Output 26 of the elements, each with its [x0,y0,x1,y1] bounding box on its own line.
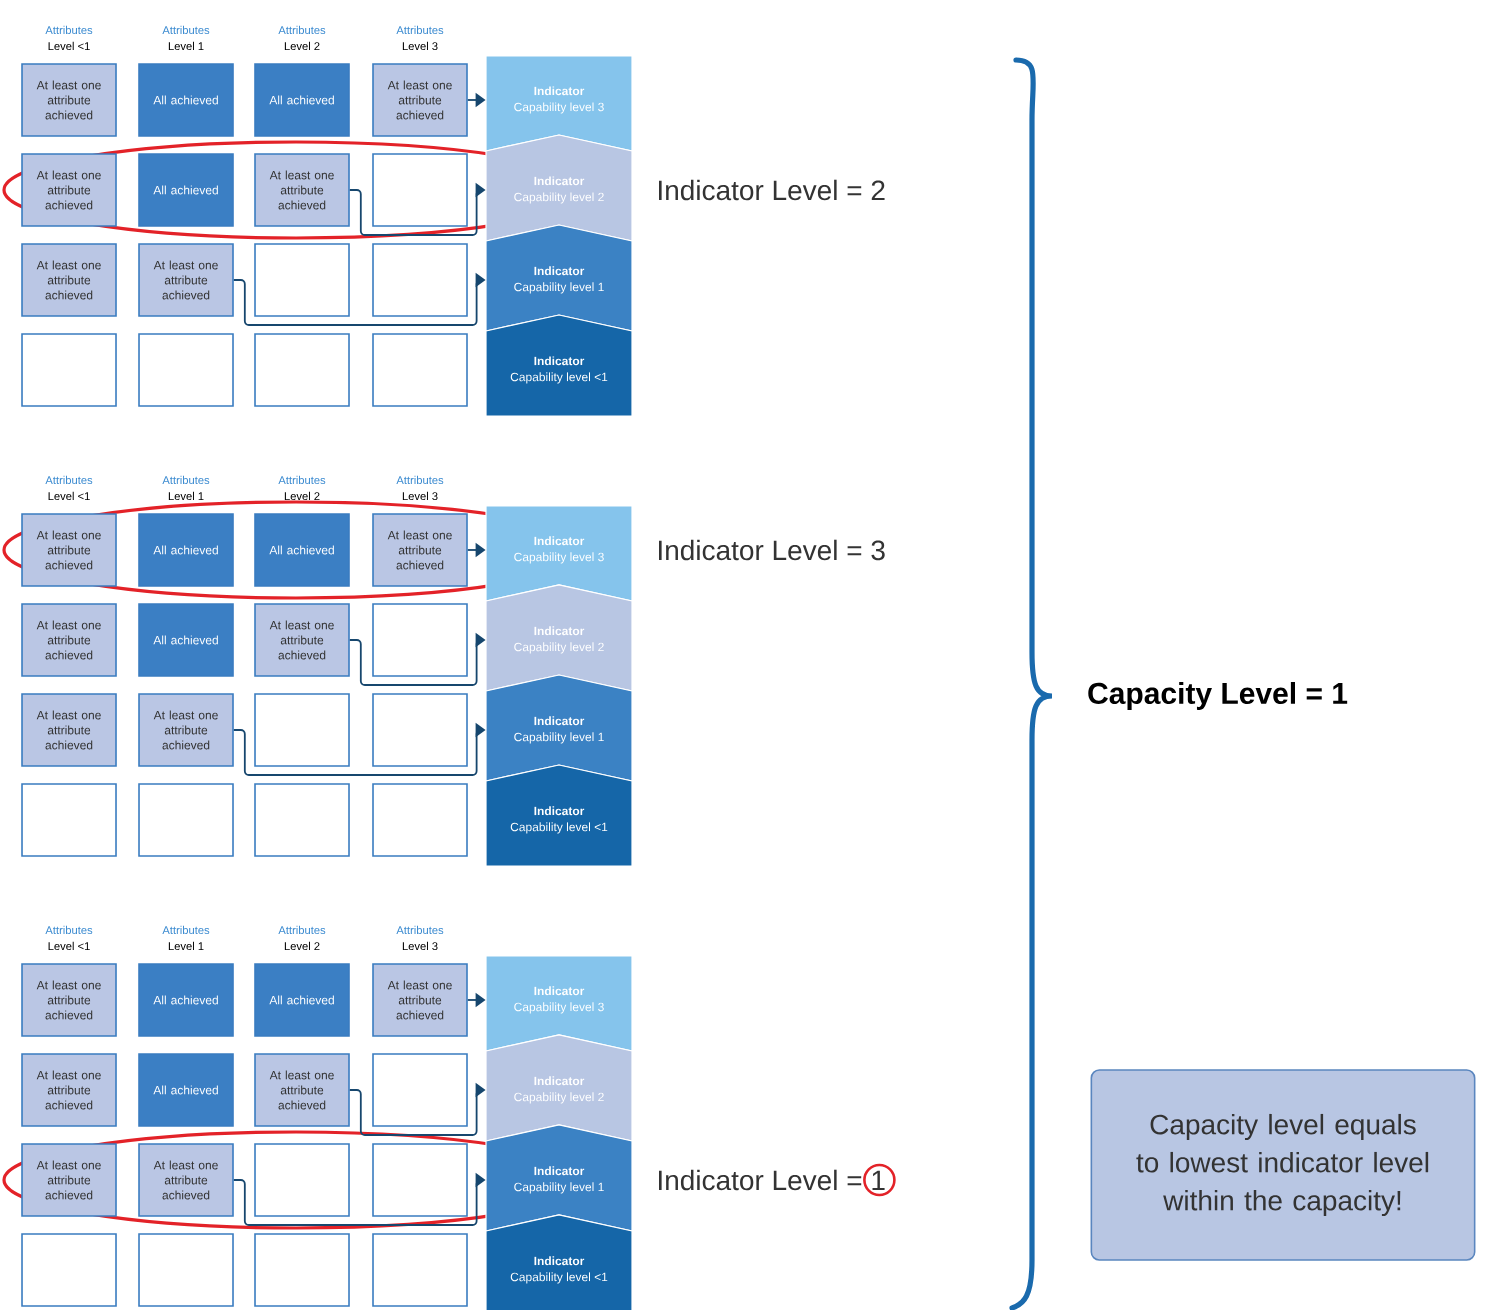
empty-box [254,1233,350,1307]
empty-box [21,333,117,407]
empty-box [138,1233,234,1307]
indicator-result: Indicator Level = 3 [659,539,885,561]
empty-box [372,783,468,857]
empty-box [372,333,468,407]
empty-box [372,1053,468,1127]
empty-box [254,243,350,317]
empty-box [254,333,350,407]
empty-box [254,783,350,857]
empty-box [21,1233,117,1307]
empty-box [372,603,468,677]
empty-box [254,1143,350,1217]
capacity-result: Capacity Level = 1 [1088,682,1348,710]
indicator-result: Indicator Level = 1 [659,1169,885,1191]
empty-box [372,1233,468,1307]
empty-box [254,693,350,767]
empty-box [138,783,234,857]
indicator-result: Indicator Level = 2 [659,179,885,201]
empty-box [372,693,468,767]
note-box: Capacity level equals to lowest indicator level within the capacity! [1090,1069,1476,1261]
empty-box [21,783,117,857]
empty-box [138,333,234,407]
empty-box [372,1143,468,1217]
empty-box [372,243,468,317]
empty-box [372,153,468,227]
